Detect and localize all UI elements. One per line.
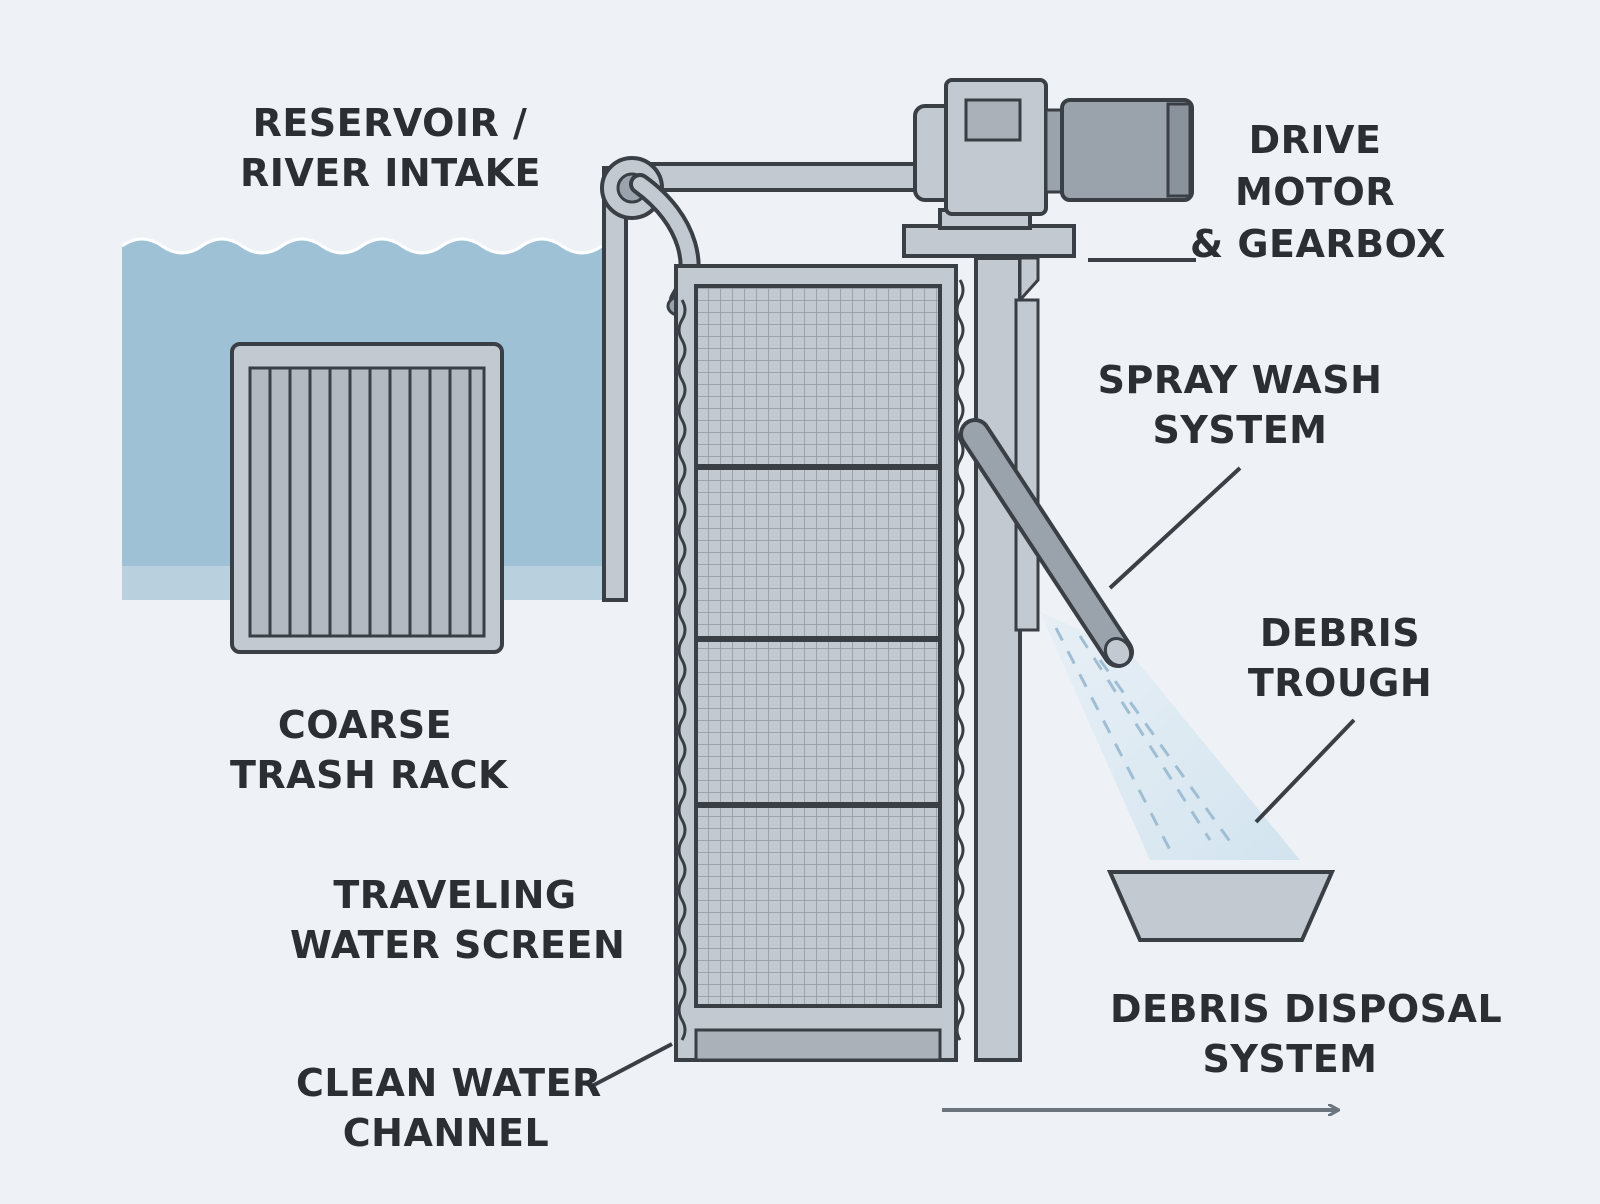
coarse-trash-rack [230, 342, 504, 654]
leader-lines [591, 258, 1356, 1088]
label-debris-disposal: DEBRIS DISPOSAL SYSTEM [1110, 984, 1503, 1084]
spray-jet [1040, 612, 1300, 860]
label-trough-line1: DEBRIS [1259, 611, 1421, 655]
label-spray-line1: SPRAY WASH [1097, 358, 1383, 402]
label-reservoir-intake: RESERVOIR / RIVER INTAKE [240, 98, 540, 198]
label-disposal-line1: DEBRIS DISPOSAL [1110, 987, 1503, 1031]
label-trash-rack: COARSE TRASH RACK [230, 700, 508, 800]
label-motor-line2: MOTOR [1234, 170, 1396, 214]
label-traveling-screen: TRAVELING WATER SCREEN [290, 870, 626, 970]
label-rack-line1: COARSE [277, 703, 453, 747]
trough-leader [1254, 718, 1356, 824]
drive-motor-gearbox [902, 78, 1194, 258]
label-rack-line2: TRASH RACK [230, 753, 508, 797]
spray-leader [1108, 466, 1242, 590]
support-column [974, 256, 1040, 1062]
label-channel-line1: CLEAN WATER [296, 1061, 602, 1105]
debris-trough [1106, 870, 1336, 942]
label-trough-line2: TROUGH [1247, 661, 1433, 705]
label-clean-water-channel: CLEAN WATER CHANNEL [296, 1058, 602, 1158]
label-channel-line2: CHANNEL [342, 1111, 550, 1155]
label-reservoir-line1: RESERVOIR / [252, 101, 528, 145]
channel-leader [591, 1042, 673, 1088]
traveling-water-screen [674, 264, 965, 1062]
label-screen-line2: WATER SCREEN [290, 923, 626, 967]
label-spray-line2: SYSTEM [1152, 408, 1328, 452]
label-debris-trough: DEBRIS TROUGH [1240, 608, 1440, 708]
label-reservoir-line2: RIVER INTAKE [240, 151, 541, 195]
spray-wash-pipe [959, 418, 1134, 668]
label-motor-line3: & GEARBOX [1190, 222, 1446, 266]
label-screen-line1: TRAVELING [333, 873, 577, 917]
label-disposal-line2: SYSTEM [1202, 1037, 1378, 1081]
label-spray-wash: SPRAY WASH SYSTEM [1090, 355, 1390, 455]
label-motor-line1: DRIVE [1248, 118, 1382, 162]
label-drive-motor: DRIVE MOTOR & GEARBOX [1190, 114, 1446, 270]
